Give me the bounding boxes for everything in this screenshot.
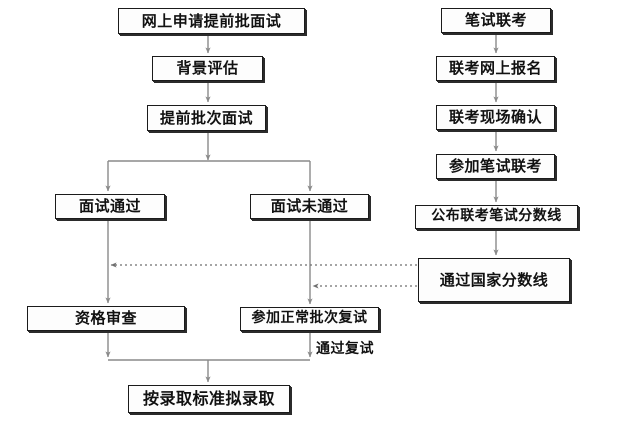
node-label: 参加正常批次复试 [251,310,368,327]
node-normal-retest[interactable]: 参加正常批次复试 [240,307,379,331]
node-label: 公布联考笔试分数线 [431,208,562,225]
node-label: 通过国家分数线 [439,270,549,289]
node-qualification-review[interactable]: 资格审查 [27,306,185,331]
edge-label-pass-retest: 通过复试 [316,341,374,357]
node-take-written-exam[interactable]: 参加笔试联考 [436,154,555,179]
node-label: 按录取标准拟录取 [142,389,275,409]
node-label: 参加笔试联考 [448,157,542,176]
node-background-eval[interactable]: 背景评估 [152,56,263,81]
node-label: 背景评估 [176,59,239,78]
node-final-admission[interactable]: 按录取标准拟录取 [128,385,290,413]
node-label: 笔试联考 [464,11,527,30]
node-early-interview[interactable]: 提前批次面试 [147,105,266,131]
node-label: 面试通过 [78,197,141,216]
node-label: 网上申请提前批面试 [141,11,282,30]
node-label: 面试未通过 [270,197,349,216]
node-label: 提前批次面试 [159,108,253,127]
node-apply-online[interactable]: 网上申请提前批面试 [118,8,305,34]
node-exam-onsite-confirm[interactable]: 联考现场确认 [436,105,555,130]
node-label: 资格审查 [74,309,137,328]
node-label: 联考网上报名 [448,59,542,78]
node-written-exam[interactable]: 笔试联考 [441,8,551,33]
node-exam-online-signup[interactable]: 联考网上报名 [436,56,555,81]
node-interview-fail[interactable]: 面试未通过 [250,194,369,219]
node-label: 联考现场确认 [448,108,542,127]
node-publish-score-line[interactable]: 公布联考笔试分数线 [415,205,578,229]
node-pass-national-line[interactable]: 通过国家分数线 [418,258,570,302]
node-interview-pass[interactable]: 面试通过 [55,194,165,219]
